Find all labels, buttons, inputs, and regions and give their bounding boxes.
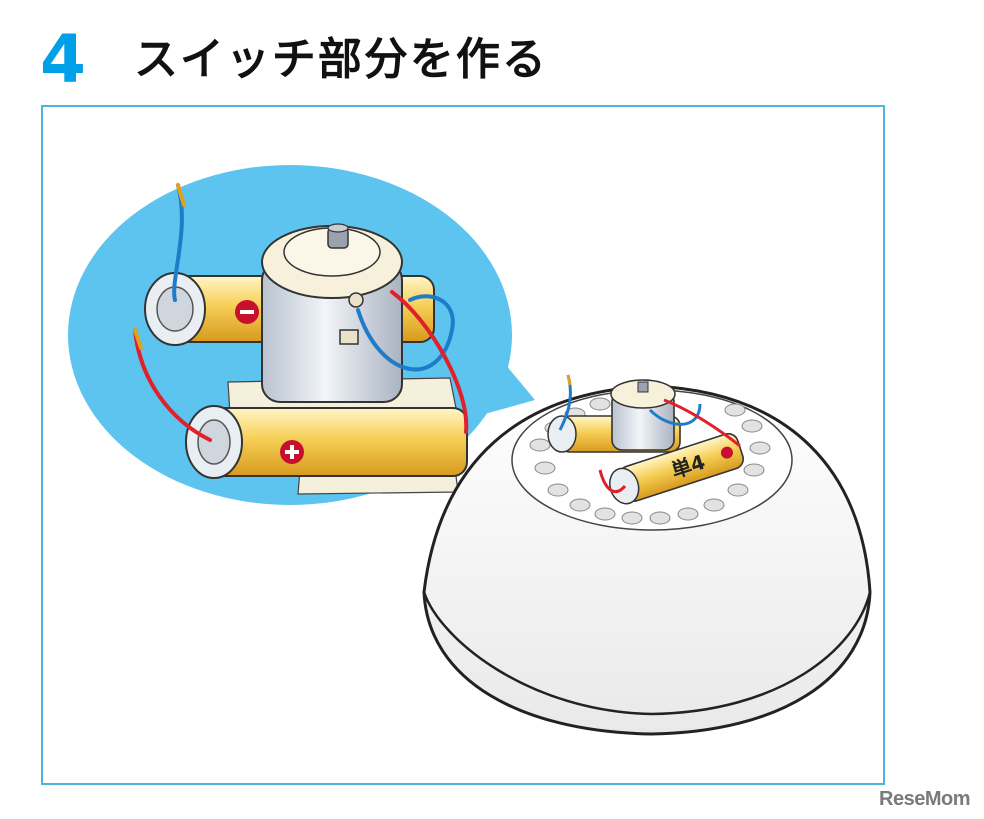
switch-assembly: 単4 bbox=[547, 374, 745, 505]
step-header: 4 スイッチ部分を作る bbox=[40, 20, 548, 100]
step-title: スイッチ部分を作る bbox=[133, 34, 548, 85]
motor bbox=[261, 223, 403, 403]
wires-zoomed bbox=[133, 183, 469, 442]
resemom-watermark: ReseMom bbox=[879, 788, 970, 810]
step-number: 4 bbox=[40, 21, 86, 98]
battery-lower bbox=[185, 405, 468, 479]
